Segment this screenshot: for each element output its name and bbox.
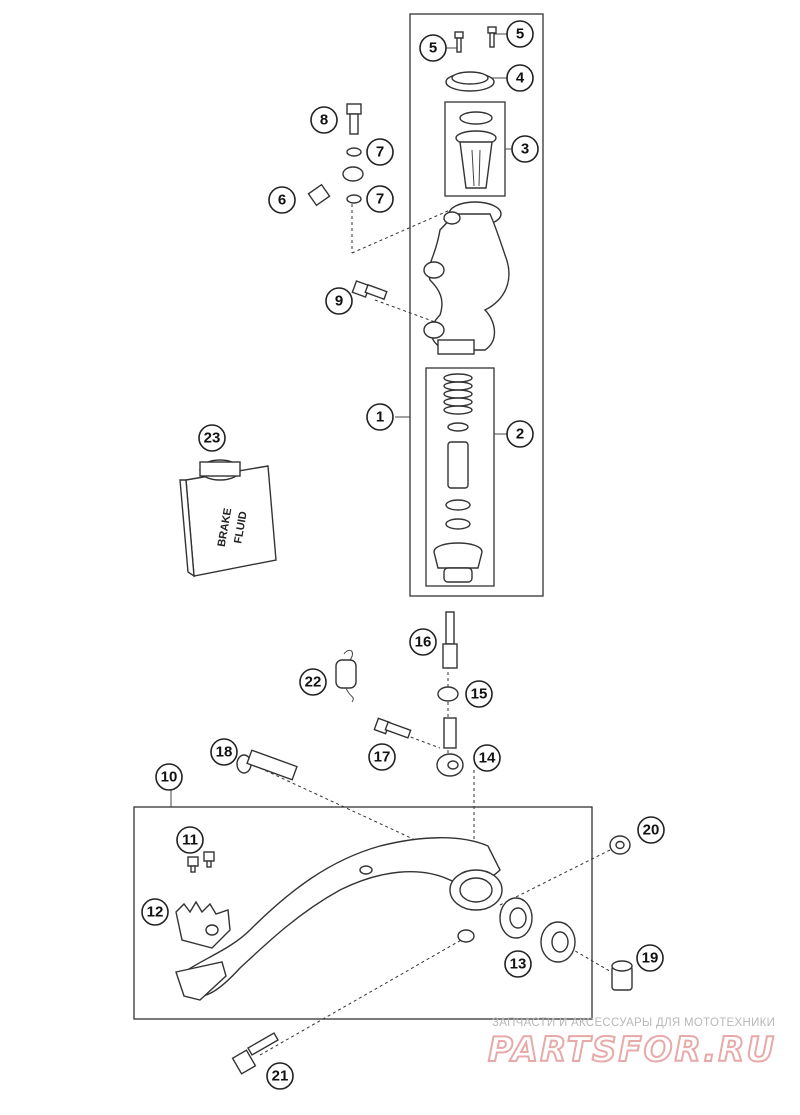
- callout-7a[interactable]: 7: [366, 138, 394, 166]
- screws-11: [187, 851, 215, 873]
- reservoir-cap: [445, 71, 495, 92]
- svg-text:4: 4: [516, 70, 525, 87]
- svg-text:21: 21: [272, 1068, 289, 1085]
- svg-text:17: 17: [374, 749, 391, 766]
- spring: [443, 373, 473, 415]
- svg-text:16: 16: [415, 634, 432, 651]
- callout-5b[interactable]: 5: [506, 20, 534, 48]
- callout-13[interactable]: 13: [504, 950, 532, 978]
- callout-17[interactable]: 17: [368, 743, 396, 771]
- watermark-logo: PARTSFOR.RU: [487, 1029, 777, 1071]
- clevis: [436, 717, 464, 777]
- callout-2[interactable]: 2: [506, 420, 534, 448]
- bearing-13a: [499, 897, 533, 939]
- push-rod: [442, 611, 458, 669]
- callout-11[interactable]: 11: [176, 826, 204, 854]
- master-cylinder-frame: [409, 13, 544, 597]
- banjo-bolt: [346, 103, 362, 135]
- nut-20: [609, 835, 631, 855]
- screw-5b: [487, 26, 497, 48]
- watermark-caption: ЗАПЧАСТИ И АКСЕССУАРЫ ДЛЯ МОТОТЕХНИКИ: [492, 1017, 776, 1029]
- svg-text:12: 12: [147, 904, 164, 921]
- step-plate: [175, 900, 231, 949]
- callout-18[interactable]: 18: [210, 738, 238, 766]
- reservoir-insert: [455, 111, 497, 189]
- svg-text:1: 1: [376, 409, 384, 426]
- nut-15: [437, 686, 459, 702]
- svg-text:7: 7: [376, 191, 384, 208]
- callout-8[interactable]: 8: [310, 106, 338, 134]
- callout-23[interactable]: 23: [198, 424, 226, 452]
- brake-hose: [280, 166, 364, 261]
- svg-text:14: 14: [479, 750, 496, 767]
- svg-text:3: 3: [521, 141, 529, 158]
- callout-3[interactable]: 3: [511, 135, 539, 163]
- repair-kit-frame: [425, 367, 495, 587]
- seal-ring-7a: [346, 147, 362, 157]
- piston: [447, 441, 469, 489]
- callout-10[interactable]: 10: [155, 763, 183, 791]
- brake-pedal-frame: [133, 806, 593, 1020]
- callout-15[interactable]: 15: [465, 680, 493, 708]
- callout-22[interactable]: 22: [299, 668, 327, 696]
- screw-5a: [454, 31, 464, 53]
- svg-text:5: 5: [516, 26, 524, 43]
- svg-text:7: 7: [376, 144, 384, 161]
- callout-7b[interactable]: 7: [366, 185, 394, 213]
- brake-pedal: [175, 837, 503, 1001]
- nut-19: [611, 960, 633, 991]
- pivot-bolt: [236, 749, 298, 781]
- callout-4[interactable]: 4: [506, 64, 534, 92]
- bearing-13b: [540, 921, 576, 963]
- dust-boot: [433, 542, 483, 569]
- callout-21[interactable]: 21: [266, 1062, 294, 1090]
- callout-20[interactable]: 20: [637, 816, 665, 844]
- return-spring: [335, 649, 357, 703]
- svg-text:15: 15: [471, 686, 488, 703]
- callout-16[interactable]: 16: [409, 628, 437, 656]
- svg-text:11: 11: [182, 832, 198, 849]
- callout-1[interactable]: 1: [366, 403, 394, 431]
- svg-text:10: 10: [161, 769, 178, 786]
- brake-fluid-label-line2: FLUID: [232, 510, 249, 544]
- svg-text:13: 13: [510, 956, 527, 973]
- svg-text:22: 22: [305, 674, 322, 691]
- svg-text:18: 18: [216, 744, 233, 761]
- callout-19[interactable]: 19: [636, 944, 664, 972]
- brake-fluid-bottle: [179, 459, 277, 578]
- callout-9[interactable]: 9: [325, 287, 353, 315]
- svg-text:2: 2: [516, 426, 524, 443]
- svg-text:19: 19: [642, 950, 659, 967]
- bolt-9: [351, 280, 388, 301]
- callout-5a[interactable]: 5: [419, 34, 447, 62]
- svg-text:6: 6: [278, 192, 286, 209]
- bolt-17: [373, 717, 412, 739]
- repair-kit-parts: [433, 373, 483, 583]
- svg-text:8: 8: [320, 112, 328, 129]
- callout-12[interactable]: 12: [141, 898, 169, 926]
- seal-ring-7b: [346, 194, 362, 204]
- callout-14[interactable]: 14: [473, 744, 501, 772]
- bolt-21: [231, 1032, 279, 1075]
- master-cylinder-body: [423, 201, 510, 355]
- svg-text:20: 20: [643, 822, 660, 839]
- callout-6[interactable]: 6: [268, 186, 296, 214]
- svg-text:9: 9: [335, 293, 343, 310]
- svg-text:23: 23: [204, 430, 221, 447]
- svg-text:5: 5: [429, 40, 437, 57]
